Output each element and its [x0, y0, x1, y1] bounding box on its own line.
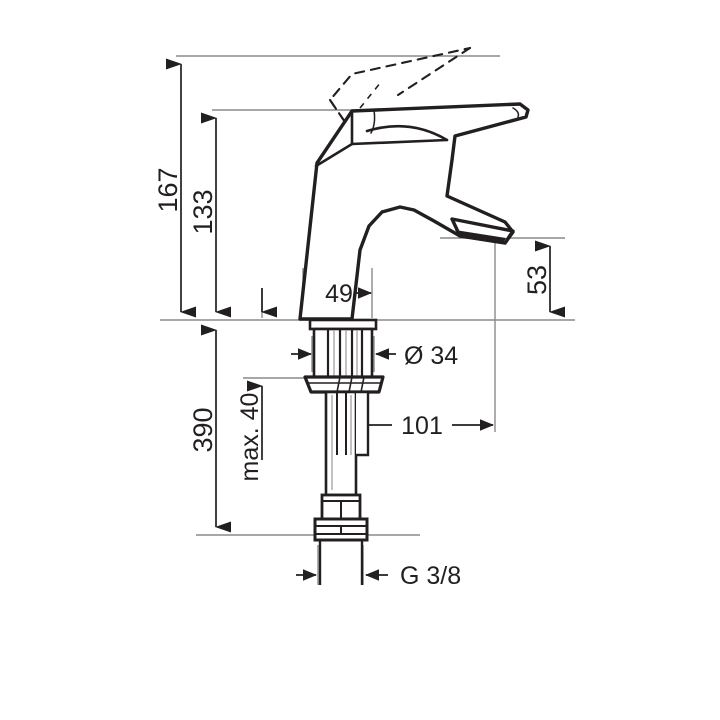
dim-label-diameter-34: Ø 34 — [404, 342, 458, 370]
faucet-body-details — [314, 109, 449, 168]
dim-label-101: 101 — [401, 412, 443, 440]
dim-label-53: 53 — [522, 265, 552, 295]
dim-label-390: 390 — [188, 407, 218, 452]
dim-label-133: 133 — [188, 189, 218, 234]
dimension-lines — [166, 58, 565, 581]
lever-raised-detail — [359, 81, 382, 109]
dim-label-49: 49 — [325, 280, 353, 308]
faucet-body-thin-details — [370, 107, 520, 134]
shank-assembly — [303, 318, 385, 585]
dim-label-167: 167 — [153, 167, 183, 212]
dim-label-max-40: max. 40 — [236, 393, 264, 482]
lever-raised-outline — [328, 46, 472, 124]
dim-label-g-3-8: G 3/8 — [400, 562, 461, 590]
spout-outlet — [450, 217, 515, 245]
